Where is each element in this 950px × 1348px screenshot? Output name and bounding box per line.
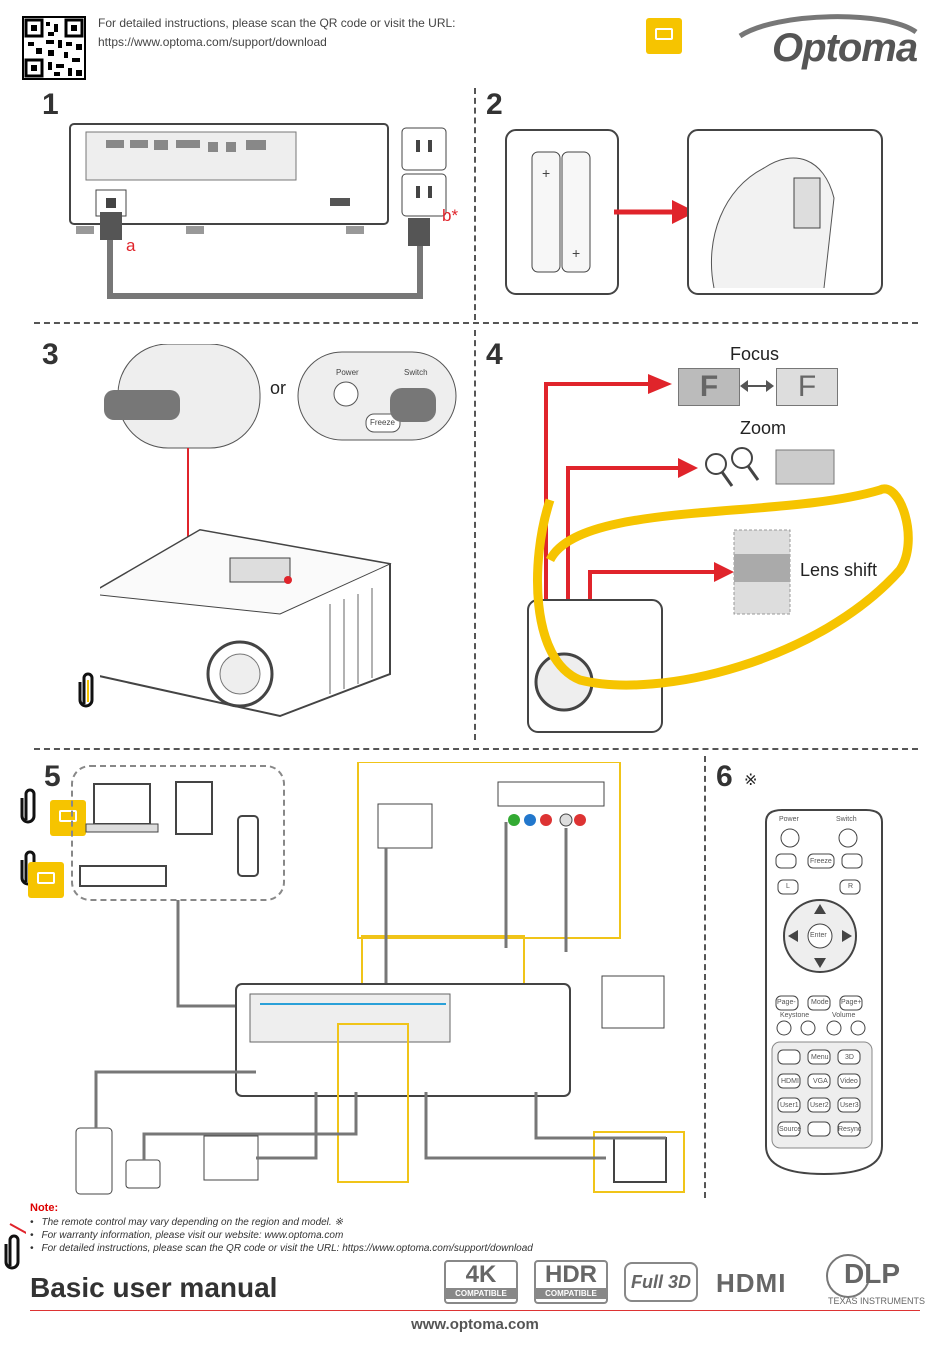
badge-dlp: DLP TEXAS INSTRUMENTS (826, 1254, 926, 1310)
comment-icon[interactable] (28, 862, 64, 898)
step-3-power-label: Power (336, 368, 359, 377)
instructions-url[interactable]: https://www.optoma.com/support/download (98, 35, 327, 49)
remote-video-button[interactable]: Video (840, 1078, 858, 1085)
badge-full-3d: Full 3D (624, 1262, 698, 1302)
remote-menu-button[interactable]: Menu (811, 1054, 829, 1061)
footer-website[interactable]: www.optoma.com (411, 1316, 539, 1333)
step-3-illustration (88, 343, 460, 724)
svg-text:+: + (572, 245, 580, 261)
remote-3d-button[interactable]: 3D (845, 1054, 854, 1061)
divider-horizontal-2 (34, 748, 918, 750)
step-3-freeze-label: Freeze (370, 418, 395, 427)
badge-hdmi: HDMI (716, 1268, 787, 1298)
divider-vertical-top (474, 88, 476, 320)
paperclip-icon[interactable] (78, 670, 98, 715)
remote-power-label: Power (779, 816, 799, 823)
remote-mode-button[interactable]: Mode (811, 999, 829, 1006)
badge-4k-sub: COMPATIBLE (446, 1288, 516, 1299)
footer-divider (30, 1310, 920, 1311)
remote-volume-label: Volume (832, 1012, 856, 1019)
remote-freeze-button[interactable]: Freeze (810, 858, 832, 865)
step-3-switch-label: Switch (404, 368, 428, 377)
step-5-number: 5 (44, 760, 61, 793)
remote-page-plus-button[interactable]: Page+ (841, 999, 862, 1006)
badge-hdr: HDR COMPATIBLE (534, 1260, 608, 1304)
paperclip-icon[interactable] (20, 786, 40, 831)
instructions-line-1: For detailed instructions, please scan t… (98, 16, 456, 30)
brand-logo: Optoma (736, 14, 926, 74)
label-b: b* (442, 206, 459, 225)
step-3-number: 3 (42, 338, 59, 371)
badge-4k: 4K COMPATIBLE (444, 1260, 518, 1304)
badge-dlp-sub: TEXAS INSTRUMENTS (828, 1296, 926, 1306)
step-2-number: 2 (486, 88, 503, 121)
manual-title: Basic user manual (30, 1272, 278, 1303)
focus-label: Focus (730, 344, 780, 364)
step-5-illustration (66, 761, 696, 1198)
step-1-number: 1 (42, 88, 59, 121)
comment-icon[interactable] (646, 18, 682, 54)
remote-switch-label: Switch (836, 816, 857, 823)
remote-user2-button[interactable]: User2 (810, 1102, 829, 1109)
paperclip-icon[interactable] (4, 1218, 29, 1277)
step-6-number: 6 (716, 760, 733, 793)
step-6-mark: ※ (744, 772, 758, 789)
note-item: The remote control may vary depending on… (30, 1216, 533, 1229)
remote-user1-button[interactable]: User1 (780, 1102, 799, 1109)
remote-l-button[interactable]: L (786, 883, 790, 890)
badge-4k-text: 4K (465, 1261, 497, 1288)
remote-keystone-label: Keystone (780, 1012, 810, 1019)
remote-vga-button[interactable]: VGA (813, 1078, 828, 1085)
remote-control: Power Switch Freeze L R Enter Page- Mode… (762, 806, 886, 1178)
label-a: a (126, 236, 136, 255)
step-2-illustration: + + (504, 128, 884, 298)
focus-sharp-f: F (776, 368, 838, 406)
remote-resync-button[interactable]: Resync (838, 1126, 862, 1133)
remote-page-minus-button[interactable]: Page- (777, 999, 796, 1006)
divider-horizontal-1 (34, 322, 918, 324)
remote-source-button[interactable]: Source (779, 1126, 802, 1133)
badge-dlp-text: DLP (844, 1258, 900, 1289)
badge-hdr-text: HDR (545, 1261, 597, 1288)
remote-user3-button[interactable]: User3 (840, 1102, 859, 1109)
comment-icon[interactable] (50, 800, 86, 836)
lens-shift-label: Lens shift (800, 560, 878, 580)
qr-code-icon (22, 16, 86, 80)
remote-hdmi-button[interactable]: HDMI (781, 1078, 799, 1085)
header-instructions: For detailed instructions, please scan t… (98, 14, 456, 52)
svg-text:+: + (542, 165, 550, 181)
step-4-illustration (520, 360, 930, 740)
notes-title: Note: (30, 1202, 59, 1214)
remote-enter-button[interactable]: Enter (810, 932, 827, 939)
note-item: For warranty information, please visit o… (30, 1229, 533, 1242)
step-4-number: 4 (486, 338, 503, 371)
note-item: For detailed instructions, please scan t… (30, 1242, 533, 1255)
dlp-ring (826, 1254, 870, 1298)
divider-vertical-middle (474, 330, 476, 740)
zoom-label: Zoom (740, 418, 787, 438)
notes-list: The remote control may vary depending on… (30, 1216, 533, 1255)
remote-r-button[interactable]: R (848, 883, 854, 890)
badge-hdr-sub: COMPATIBLE (536, 1288, 606, 1299)
step-1-illustration (66, 118, 476, 308)
divider-vertical-bottom (704, 756, 706, 1198)
focus-blurred-f: F (678, 368, 740, 406)
brand-name: Optoma (772, 26, 918, 70)
step-3-or: or (270, 378, 287, 398)
